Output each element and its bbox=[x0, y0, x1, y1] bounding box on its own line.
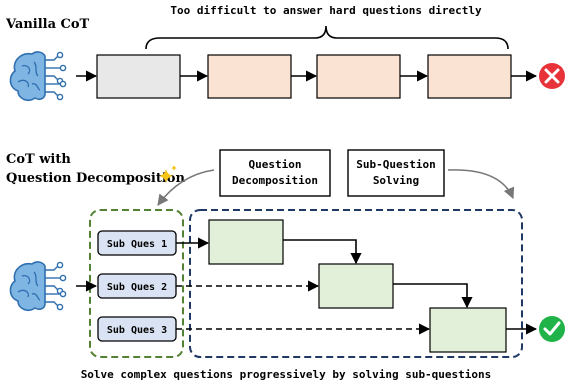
reasoning-step-box bbox=[207, 54, 292, 99]
curved-arrow bbox=[447, 169, 515, 200]
elbow-arrow bbox=[393, 283, 473, 309]
solving-region bbox=[189, 209, 523, 358]
bottom-caption: Solve complex questions progressively by… bbox=[81, 368, 492, 381]
sub-question-solving-box bbox=[347, 149, 445, 197]
green-check-circle-icon bbox=[539, 316, 565, 342]
reasoning-step-box bbox=[316, 54, 401, 99]
vanilla-title: Vanilla CoT bbox=[5, 17, 90, 32]
red-x-circle-icon bbox=[539, 63, 565, 89]
question-decomposition-line2: Decomposition bbox=[232, 174, 318, 187]
sparkle-icon bbox=[159, 165, 177, 183]
curved-arrow bbox=[157, 169, 215, 206]
brain-icon bbox=[9, 51, 67, 102]
sub-question-solving-line2: Solving bbox=[373, 174, 419, 187]
sub-question-label: Sub Ques 2 bbox=[107, 282, 167, 293]
question-decomposition-line1: Question bbox=[249, 158, 302, 171]
decomp-title-line2: Question Decomposition bbox=[6, 171, 185, 186]
solution-step-box bbox=[208, 219, 284, 265]
decomposition-region bbox=[89, 209, 184, 358]
brace-caption: Too difficult to answer hard questions d… bbox=[170, 4, 482, 17]
elbow-arrow bbox=[283, 239, 362, 265]
reasoning-step-box bbox=[96, 54, 181, 99]
decomp-title-line1: CoT with bbox=[6, 152, 71, 167]
solution-step-box bbox=[318, 263, 394, 309]
sub-question-label: Sub Ques 3 bbox=[107, 325, 167, 336]
sub-question-solving-line1: Sub-Question bbox=[356, 158, 435, 171]
question-decomposition-box bbox=[219, 149, 331, 197]
sub-question-label: Sub Ques 1 bbox=[107, 239, 167, 250]
reasoning-step-box bbox=[427, 54, 512, 99]
curly-brace bbox=[145, 25, 509, 50]
brain-icon bbox=[9, 261, 67, 312]
solution-step-box bbox=[429, 307, 507, 353]
